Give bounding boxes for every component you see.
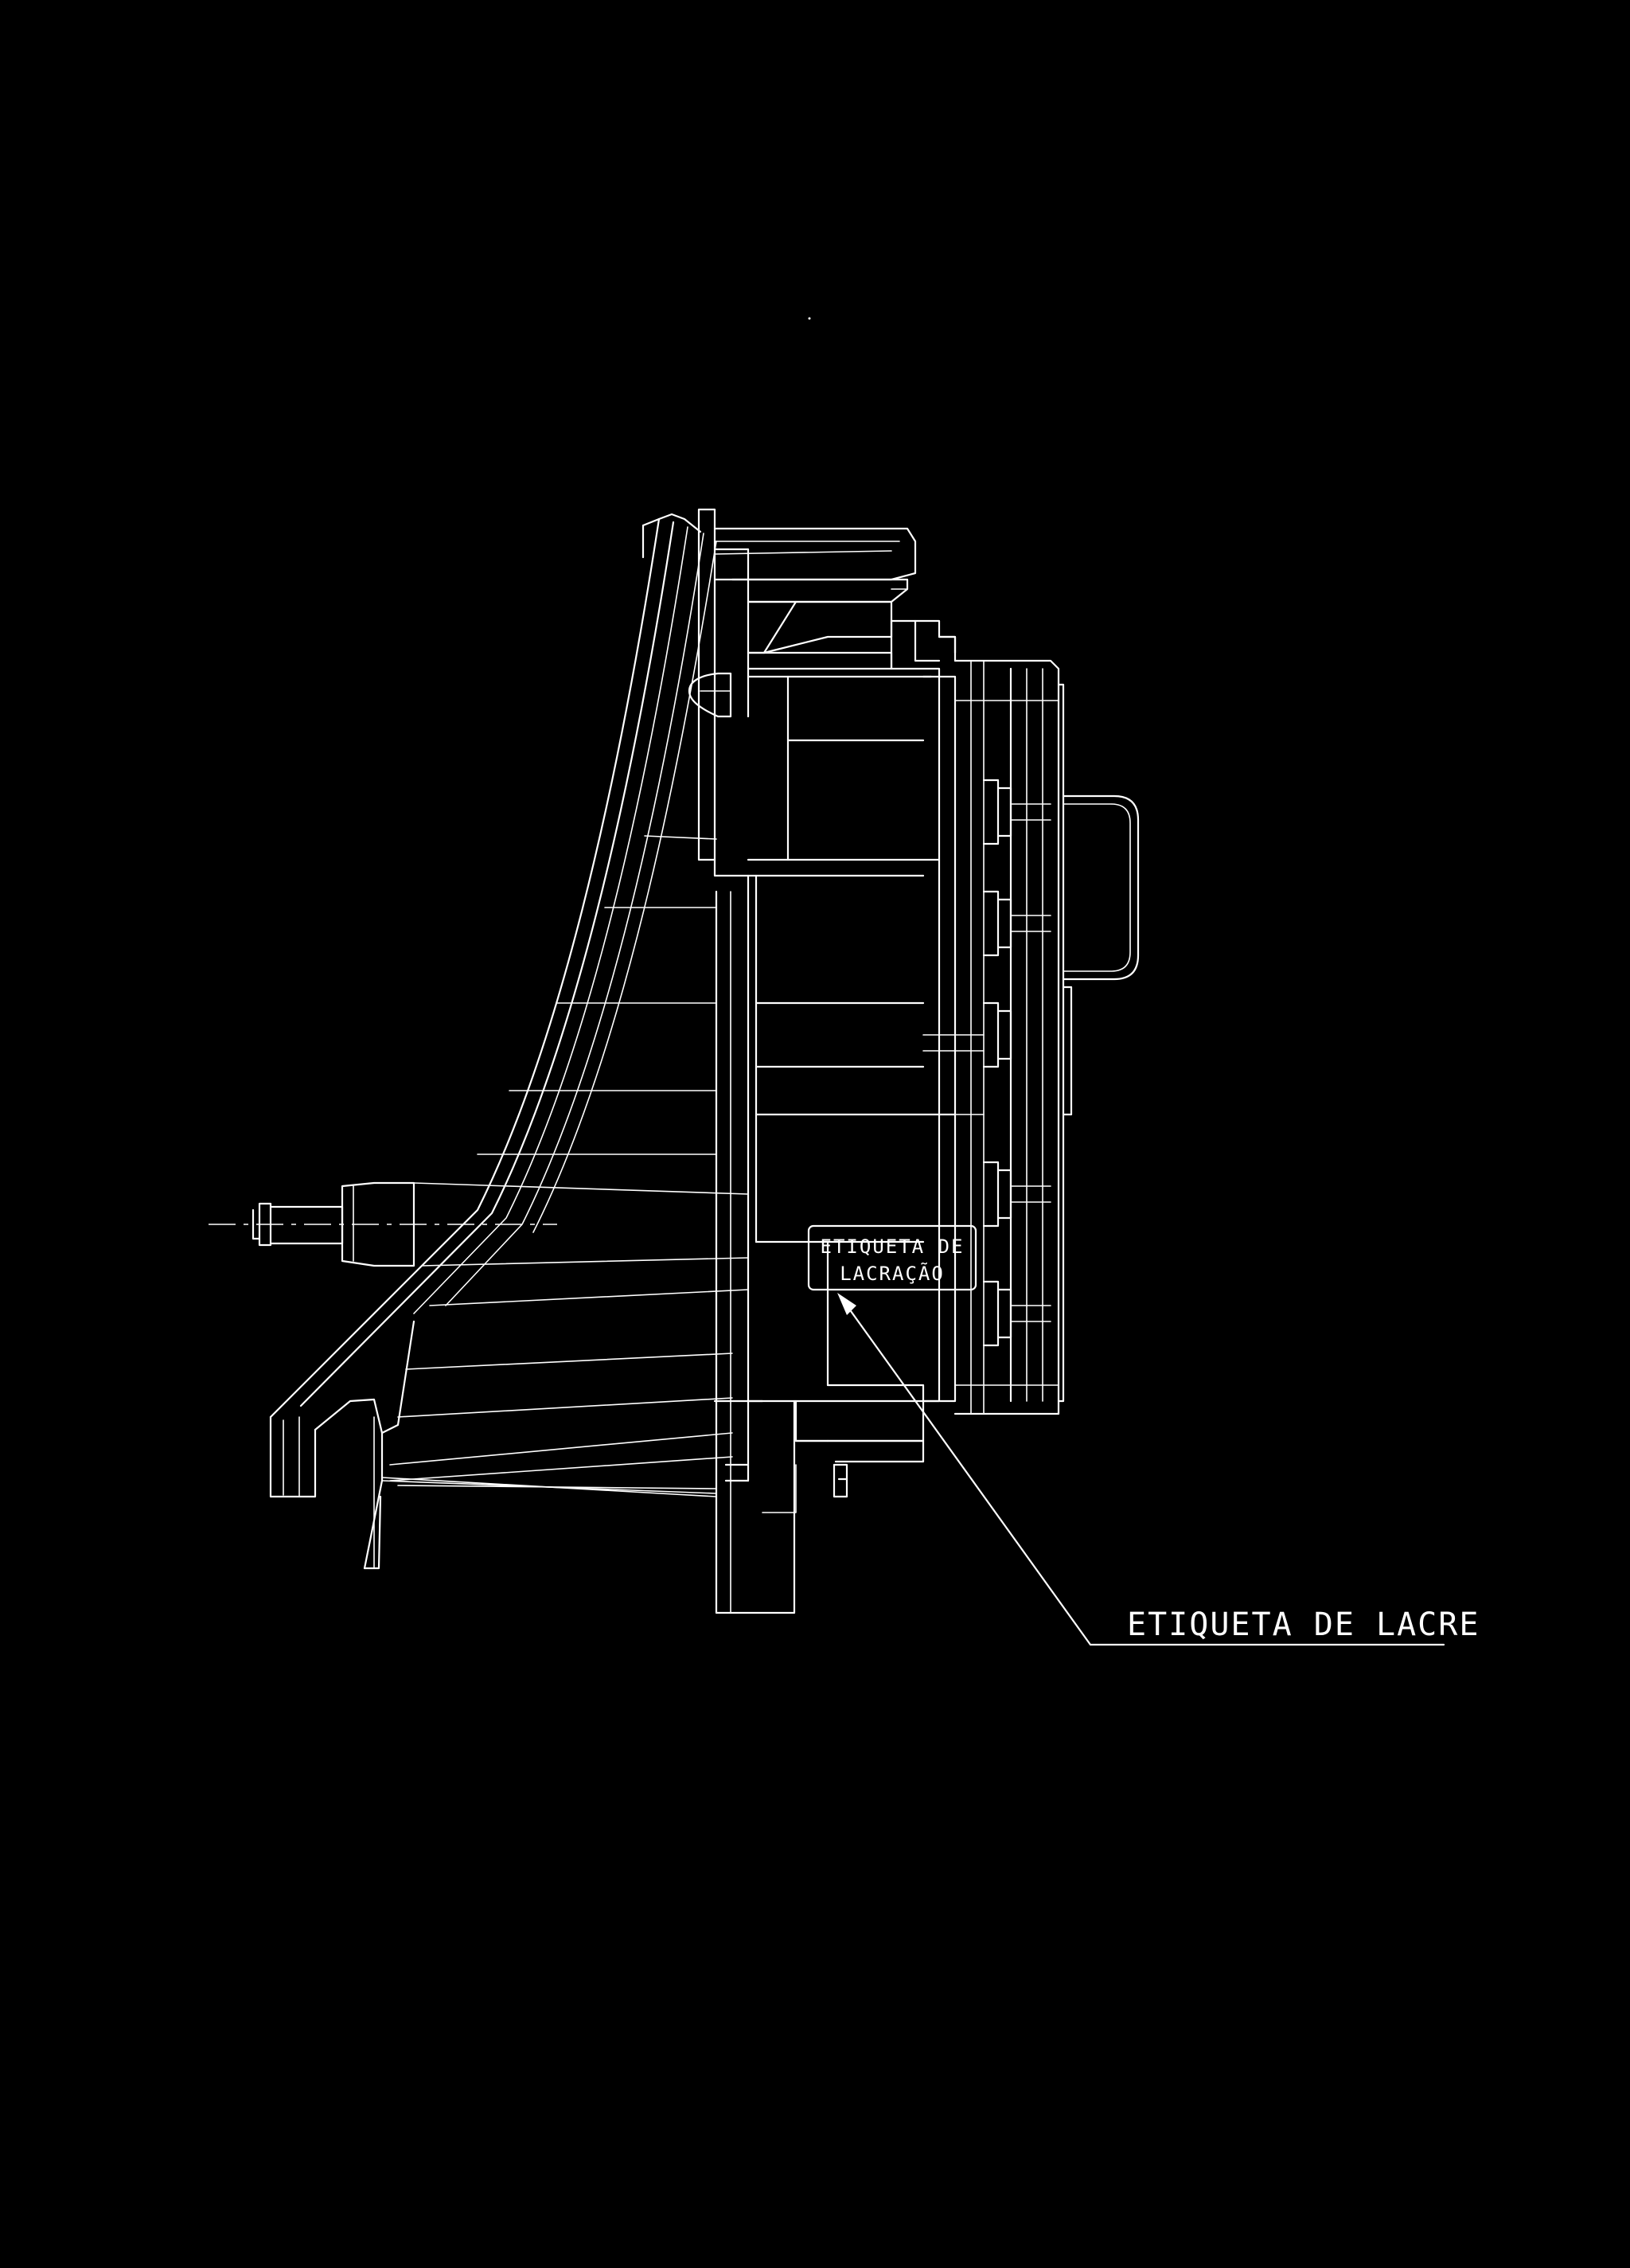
curved-front-shell [269, 513, 717, 1570]
shaft-assembly [209, 1181, 557, 1267]
callout-label: ETIQUETA DE LACRE [1127, 1606, 1480, 1643]
knob-cap [1062, 794, 1140, 1116]
connector-terminals [922, 779, 1051, 1347]
inner-label: ETIQUETA DE LACRAÇÃO [807, 1224, 977, 1291]
speck-mark [808, 317, 811, 320]
mounting-plate [688, 508, 796, 1614]
leader-line [845, 1304, 1445, 1646]
tapered-body [381, 835, 749, 1497]
main-body [747, 667, 957, 1442]
top-flange [713, 527, 957, 670]
inner-label-line2: LACRAÇÃO [840, 1261, 945, 1285]
inner-label-box [807, 1224, 977, 1291]
callout: ETIQUETA DE LACRE [837, 1293, 1480, 1646]
inner-label-line1: ETIQUETA DE [821, 1235, 965, 1258]
bottom-post [762, 1439, 925, 1513]
leader-arrowhead [837, 1293, 856, 1315]
